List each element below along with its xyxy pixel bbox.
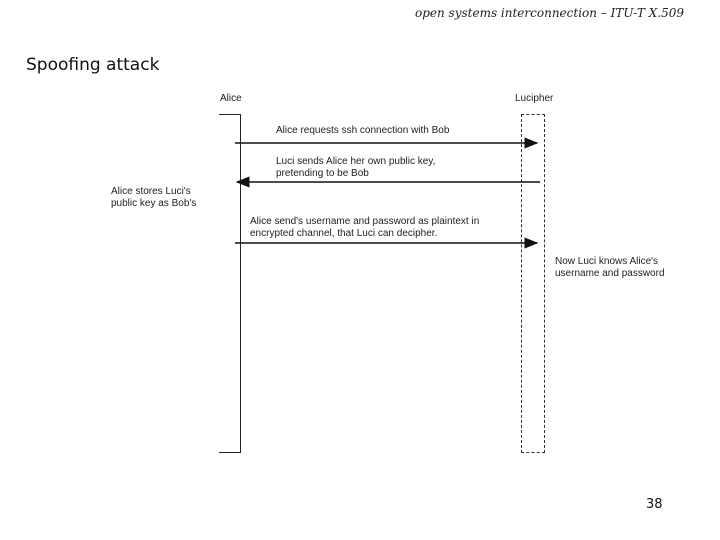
- message-1-label: Alice requests ssh connection with Bob: [276, 125, 450, 136]
- slide-title: Spoofing attack: [26, 55, 160, 75]
- actor-lucipher-label: Lucipher: [515, 93, 554, 104]
- note-lucipher: Now Luci knows Alice's username and pass…: [555, 256, 665, 279]
- note-alice: Alice stores Luci's public key as Bob's: [111, 186, 197, 209]
- lucipher-lifeline: [521, 114, 545, 453]
- alice-lifeline: [219, 114, 241, 453]
- message-2-label: Luci sends Alice her own public key, pre…: [276, 156, 436, 179]
- message-3-label: Alice send's username and password as pl…: [250, 216, 480, 239]
- header-text: open systems interconnection – ITU-T X.5…: [415, 6, 684, 20]
- actor-alice-label: Alice: [220, 93, 242, 104]
- page-number: 38: [646, 497, 663, 512]
